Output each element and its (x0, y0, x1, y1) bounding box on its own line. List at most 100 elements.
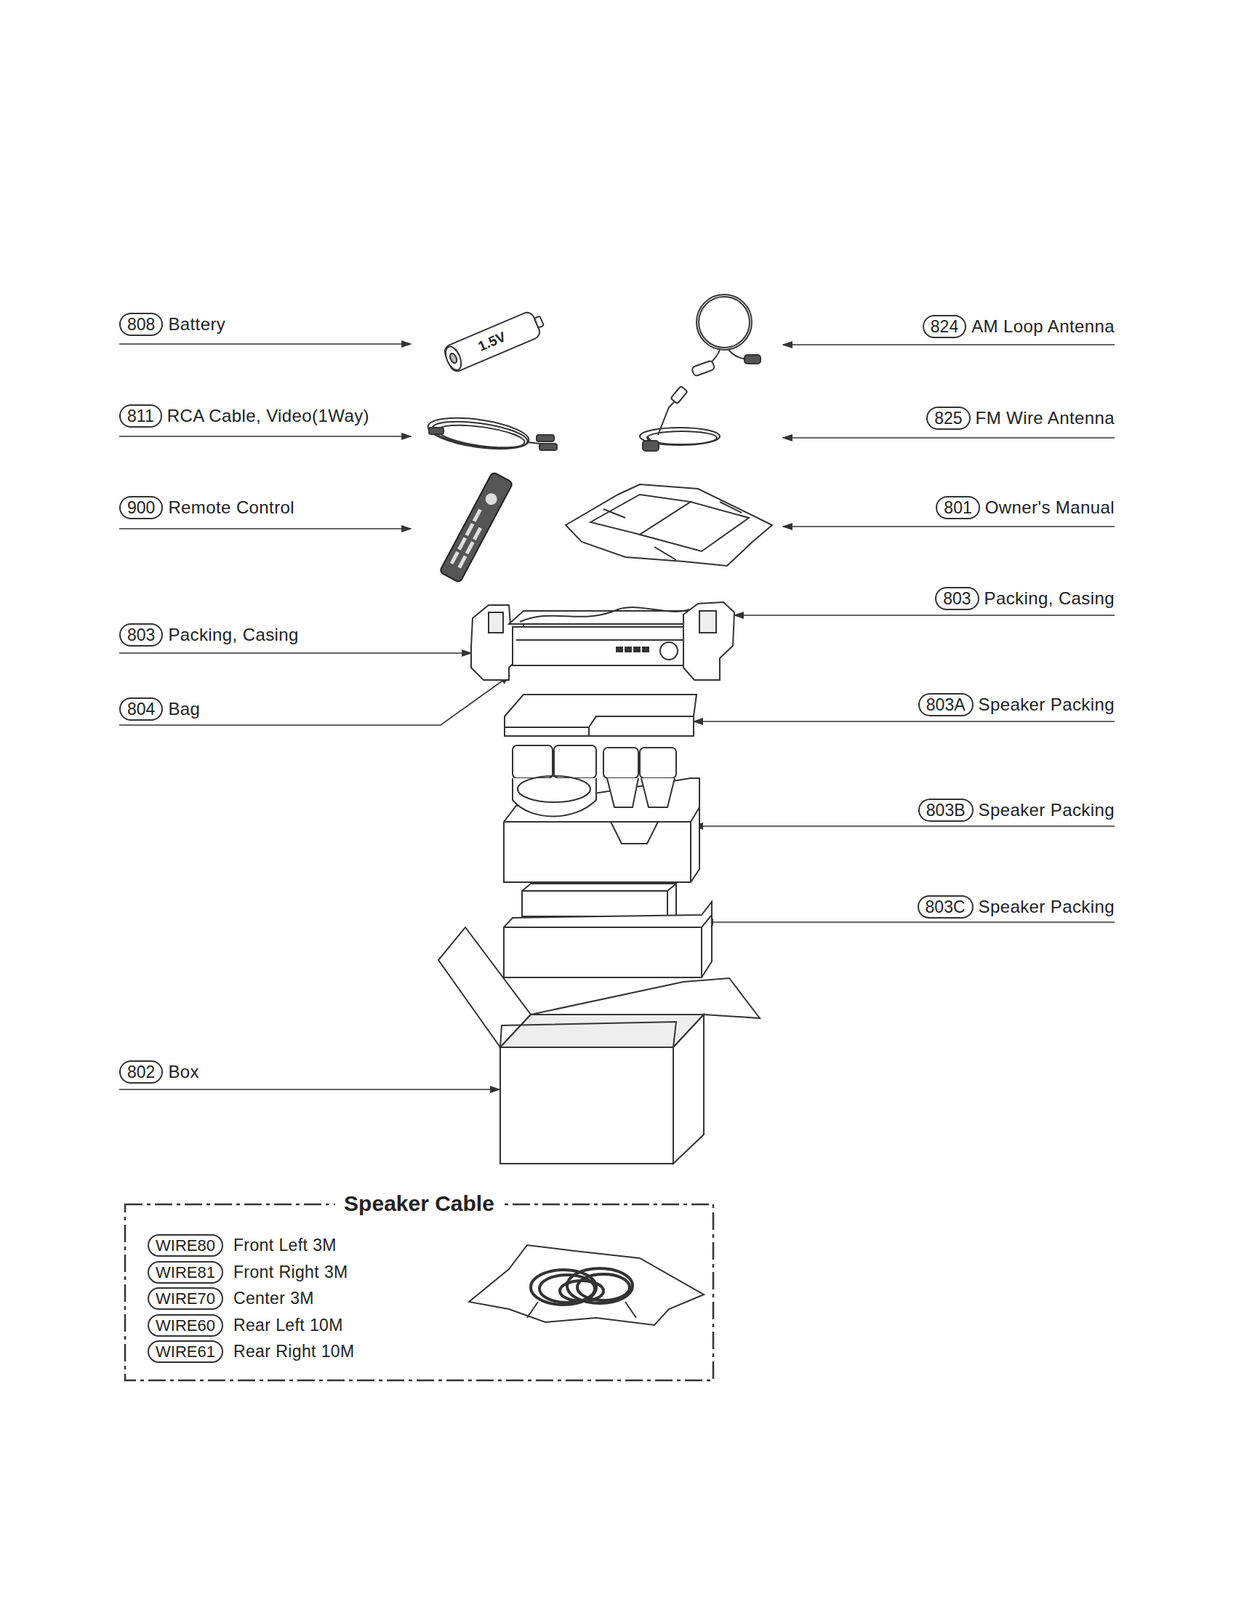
leader-lines-part (119, 1088, 500, 1090)
callout-number: 808 (119, 312, 163, 336)
callout-number: 803C (917, 895, 974, 919)
part-name: Bag (167, 698, 200, 720)
casing-packing-drawing-part (625, 647, 632, 652)
leader-lines-part (693, 825, 1115, 827)
speaker-packing-c-drawing (503, 883, 712, 978)
part-callout: 825FM Wire Antenna (926, 406, 1115, 430)
speaker-cable-bag-drawing-part (559, 1280, 604, 1301)
owners-manual-drawing-part (639, 501, 749, 552)
fm-antenna-drawing (639, 386, 720, 451)
part-name: Remote Control (167, 497, 295, 518)
speaker-cable-bag-drawing-part (468, 1244, 704, 1325)
wire-callout: WIRE80Front Left 3M (147, 1233, 337, 1257)
leader-lines-part (703, 921, 1115, 923)
part-callout: 900Remote Control (119, 495, 295, 520)
owners-manual-drawing (565, 484, 773, 566)
cable-group-box: Speaker CableWIRE80Front Left 3MWIRE81Fr… (124, 1203, 714, 1381)
part-callout: 803ASpeaker Packing (918, 692, 1115, 717)
battery-drawing-part (442, 310, 542, 374)
part-name: Front Right 3M (233, 1262, 349, 1282)
shipping-box-drawing-part (500, 1014, 704, 1047)
shipping-box-drawing-part (500, 1046, 674, 1164)
casing-packing-drawing-part (512, 626, 688, 666)
part-name: Packing, Casing (984, 588, 1115, 609)
casing-packing-drawing-part (516, 639, 684, 641)
speaker-packing-c-drawing-part (503, 901, 712, 978)
battery-drawing (442, 308, 548, 374)
remote-control-drawing-part (483, 490, 500, 507)
callout-number: 802 (119, 1060, 163, 1084)
speaker-packing-b-drawing-part (641, 777, 675, 808)
part-name: Speaker Packing (978, 896, 1115, 917)
am-loop-antenna-drawing-part (698, 296, 750, 348)
speaker-packing-b-drawing (503, 745, 700, 882)
part-callout: 803CSpeaker Packing (917, 895, 1115, 919)
speaker-packing-c-drawing-part (522, 883, 677, 917)
casing-packing-drawing-part (660, 641, 678, 660)
part-callout: 808Battery (119, 312, 226, 336)
callout-number: WIRE61 (147, 1339, 224, 1363)
wire-callout: WIRE60Rear Left 10M (147, 1313, 344, 1337)
wire-callout: WIRE81Front Right 3M (147, 1260, 349, 1284)
am-loop-antenna-drawing-part (744, 354, 761, 364)
part-callout: 804Bag (119, 697, 200, 721)
remote-control-drawing (439, 471, 513, 584)
am-loop-antenna-drawing-part (691, 359, 716, 376)
speaker-packing-a-drawing-part (588, 716, 694, 736)
remote-control-drawing-part (439, 471, 513, 584)
part-callout: 803Packing, Casing (119, 623, 299, 647)
shipping-box-drawing (438, 927, 760, 1164)
group-title: Speaker Cable (335, 1190, 504, 1216)
leader-lines-part (783, 343, 1115, 346)
wire-callout: WIRE70Center 3M (147, 1286, 315, 1310)
rca-cable-drawing-part (428, 427, 444, 435)
part-name: Rear Right 10M (233, 1341, 355, 1362)
callout-number: 803 (934, 586, 979, 611)
part-name: Front Left 3M (233, 1235, 337, 1255)
part-name: FM Wire Antenna (975, 407, 1115, 429)
part-name: RCA Cable, Video(1Way) (167, 405, 370, 427)
callout-number: 825 (926, 406, 970, 430)
battery-drawing-part (442, 343, 465, 372)
speaker-packing-b-drawing-part (689, 821, 692, 882)
callout-number: 803B (918, 798, 974, 822)
leader-lines-part (119, 675, 510, 725)
speaker-packing-a-drawing (504, 694, 697, 736)
leader-lines-part (734, 614, 1115, 616)
rca-cable-drawing-part (426, 412, 531, 454)
part-name: Rear Left 10M (233, 1315, 344, 1335)
shipping-box-drawing-part (530, 977, 760, 1018)
casing-packing-drawing-part (519, 607, 690, 622)
part-name: Box (167, 1061, 200, 1082)
casing-packing-drawing-part (642, 647, 649, 652)
remote-control-drawing-part (465, 522, 475, 536)
rca-cable-drawing (426, 412, 557, 454)
casing-packing-drawing-part (488, 612, 504, 633)
speaker-packing-b-drawing-part (639, 747, 677, 778)
rca-cable-drawing-part (539, 443, 557, 451)
casing-packing-drawing (471, 602, 735, 680)
speaker-packing-b-drawing-part (512, 745, 553, 778)
callout-number: WIRE70 (147, 1286, 224, 1310)
leader-lines-part (119, 435, 411, 437)
remote-control-drawing-part (472, 527, 483, 541)
part-name: Owner's Manual (985, 497, 1115, 518)
part-callout: 811RCA Cable, Video(1Way) (119, 404, 370, 428)
remote-control-drawing-part (465, 540, 475, 555)
casing-packing-drawing-part (616, 647, 623, 652)
leader-lines-part (783, 525, 1115, 528)
part-callout: 802Box (119, 1060, 200, 1084)
part-callout: 824AM Loop Antenna (922, 314, 1115, 339)
am-loop-antenna-drawing-part (696, 294, 752, 350)
speaker-packing-b-drawing-part (517, 775, 591, 802)
part-callout: 803BSpeaker Packing (918, 798, 1115, 822)
speaker-packing-c-drawing-part (503, 914, 712, 978)
remote-control-drawing-part (457, 536, 467, 550)
part-name: AM Loop Antenna (971, 316, 1115, 337)
part-name: Packing, Casing (167, 624, 299, 645)
part-name: Battery (167, 314, 226, 335)
shipping-box-drawing-part (500, 1021, 677, 1047)
callout-number: 803A (918, 692, 974, 717)
speaker-packing-b-drawing-part (554, 745, 597, 778)
part-name: Speaker Packing (978, 694, 1115, 715)
